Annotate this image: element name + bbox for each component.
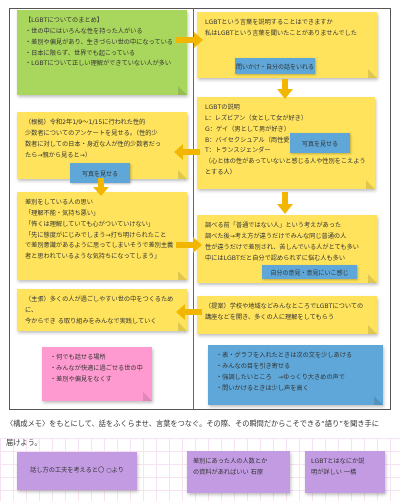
arrow-summary-to-intro [176, 32, 203, 48]
arrow-intro-to-explain [277, 79, 293, 99]
survey-photo-tag: 写真を見せる [70, 163, 130, 183]
feedback-note-3: LGBTとはなにか説 明が詳しい 一橋 [305, 451, 385, 493]
center-divider [193, 8, 194, 410]
explain-photo-tag: 写真を見せる [290, 133, 350, 153]
arrow-explain-to-own [277, 192, 293, 214]
summary-note: 【LGBTについてのまとめ】 ・世の中にはいろんな性を持った人がいる ・差別や偏… [17, 10, 187, 95]
arrow-explain-to-survey [174, 144, 200, 160]
pink-note: ・何でも話せる場所 ・みんなが快適に過ごせる世の中 ・差別や偏見をなくす [42, 347, 152, 401]
arrow-survey-to-opinions [93, 178, 109, 196]
arrow-opinions-to-own [176, 237, 202, 253]
opinions-note: 差別をしている人の思い 「理解不能・気持ち悪い」 「怖くは理解していても心がつい… [17, 192, 187, 280]
appeal-note: （提案）学校や地域などみんなところでLGBTについての 講座などを開き、多くの人… [197, 296, 377, 334]
intro-tag: 問いかけ・自分の話をいれる [235, 58, 315, 74]
proposal-note: （主張）多くの人が過ごしやすい世の中をつくるために、 今からでき る取り組みをみ… [17, 289, 187, 331]
arrow-appeal-to-proposal [176, 304, 202, 320]
caption-line-1: 〈構成メモ〉をもとにして、話をふくらませ、言葉をつなぐ。その際、その瞬間だからこ… [6, 419, 379, 428]
own-tag: 自分の意見・意見にいこ感じ [262, 265, 357, 279]
blue-note: ・表・グラフを入れたときは次の文を少しあける ・みんなの目を引き寄せる ・強調し… [208, 345, 383, 405]
feedback-note-1: 話し方の工夫を考えると〇 ○より [17, 452, 137, 490]
feedback-note-2: 差別にあった人の人数とか の資料があればいい 石原 [187, 451, 290, 493]
